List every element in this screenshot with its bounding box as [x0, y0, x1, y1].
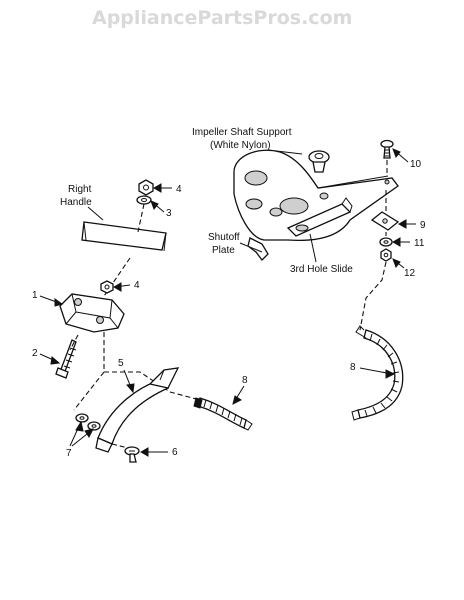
screw-6	[124, 446, 140, 463]
callout-10: 10	[392, 148, 422, 170]
callout-11: 11	[391, 237, 425, 249]
callout-5: 5	[118, 358, 135, 394]
callout-2: 2	[32, 348, 61, 365]
shutoff-leader	[239, 242, 263, 253]
callout-6-number: 6	[172, 447, 178, 458]
third-hole-slide-label: 3rd Hole Slide	[290, 264, 353, 275]
cable-8-left	[193, 397, 253, 431]
callout-7: 7	[66, 420, 94, 459]
handle-bolt-path	[103, 203, 145, 297]
callout-9-number: 9	[420, 220, 426, 231]
bolt-2	[55, 339, 77, 379]
callout-8-right: 8	[350, 362, 396, 379]
third-hole-slide-leader	[309, 233, 317, 263]
right-handle	[81, 221, 167, 252]
cable-route-left	[73, 332, 201, 411]
shutoff-label-line1: Shutoff	[208, 232, 240, 243]
callout-9: 9	[397, 219, 426, 231]
curved-lever	[95, 367, 180, 453]
callout-12-number: 12	[404, 268, 416, 279]
cable-8-right	[351, 325, 404, 421]
impeller-label-line1: Impeller Shaft Support	[192, 127, 292, 138]
callout-3-number: 3	[166, 208, 172, 219]
callout-10-number: 10	[410, 159, 422, 170]
nut-12	[380, 248, 392, 262]
callout-8-right-number: 8	[350, 362, 356, 373]
cable-route-right	[359, 190, 387, 331]
clip-9	[370, 211, 400, 231]
callout-7-number: 7	[66, 448, 72, 459]
callout-4-middle-number: 4	[134, 280, 140, 291]
bolt-2-path	[69, 334, 79, 351]
callout-8-left-number: 8	[242, 375, 248, 386]
screw-6-path	[111, 443, 129, 449]
right-handle-label-line1: Right	[68, 184, 92, 195]
callout-12: 12	[392, 258, 416, 279]
impeller-label-line2: (White Nylon)	[210, 140, 271, 151]
nut-4-middle	[100, 280, 114, 294]
nut-4-top	[138, 179, 154, 196]
callout-4-middle: 4	[112, 280, 140, 292]
shutoff-label-line2: Plate	[212, 245, 235, 256]
callout-5-number: 5	[118, 358, 124, 369]
handle-bracket	[59, 293, 125, 333]
callout-2-number: 2	[32, 348, 38, 359]
callout-4-top-number: 4	[176, 184, 182, 195]
callout-4-top: 4	[152, 183, 182, 195]
washer-3	[136, 195, 152, 205]
right-handle-label-line2: Handle	[60, 197, 92, 208]
washer-11	[379, 237, 393, 247]
shutoff-plate	[233, 149, 399, 261]
watermark: AppliancePartsPros.com	[92, 7, 352, 29]
callout-1: 1	[32, 290, 64, 307]
callout-8-left: 8	[232, 375, 248, 405]
washers-7	[75, 413, 101, 431]
callout-11-number: 11	[414, 238, 425, 249]
right-handle-leader	[87, 206, 104, 221]
impeller-shaft-support	[308, 150, 330, 173]
callout-6: 6	[139, 447, 178, 458]
screw-10	[380, 139, 394, 159]
third-hole-slide	[286, 197, 353, 237]
callout-1-number: 1	[32, 290, 38, 301]
callout-3: 3	[150, 200, 172, 219]
